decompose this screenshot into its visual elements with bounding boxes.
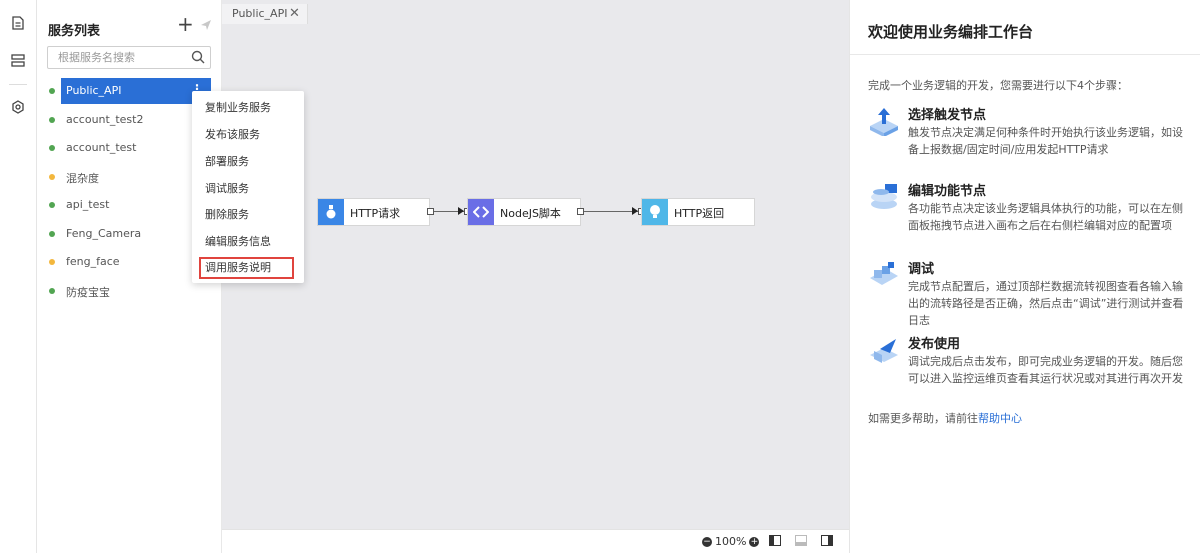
node-nodejs-script[interactable]: NodeJS脚本 [467,198,581,226]
status-dot [49,174,55,180]
menu-item-edit-service-info[interactable]: 编辑服务信息 [205,235,271,248]
step-title: 选择触发节点 [908,108,987,123]
layers-icon[interactable] [9,51,27,69]
bottom-panel-toggle-icon[interactable] [795,535,807,546]
menu-item-call-service-docs[interactable]: 调用服务说明 [199,257,294,279]
icon-rail [0,0,37,553]
status-dot [49,259,55,265]
service-item-label: feng_face [66,255,120,268]
status-dot [49,231,55,237]
menu-item-publish-service[interactable]: 发布该服务 [205,128,260,141]
help-prefix: 如需更多帮助，请前往 [868,412,978,425]
connector-arrow [632,207,638,215]
step-title: 编辑功能节点 [908,184,987,199]
step-description: 触发节点决定满足何种条件时开始执行该业务逻辑，如设备上报数据/固定时间/应用发起… [908,126,1183,156]
rail-divider [9,84,27,85]
service-search-box [47,46,211,69]
menu-item-deploy-service[interactable]: 部署服务 [205,155,249,168]
add-service-button[interactable]: + [177,12,194,36]
service-item-api-test[interactable]: api_test [37,192,222,218]
connector-line [434,211,464,212]
service-item-feng-camera[interactable]: Feng_Camera [37,221,222,247]
document-icon[interactable] [9,14,27,32]
service-item-label: api_test [66,198,110,211]
welcome-intro: 完成一个业务逻辑的开发，您需要进行以下4个步骤： [868,79,1128,92]
zoom-level: 100% [715,535,747,548]
zoom-in-button[interactable]: + [749,536,760,547]
tab-label: Public_API [232,7,288,20]
node-http-return[interactable]: HTTP返回 [641,198,755,226]
service-item-feng-face[interactable]: feng_face [37,249,222,275]
welcome-title: 欢迎使用业务编排工作台 [868,23,1034,41]
step-description: 各功能节点决定该业务逻辑具体执行的功能，可以在左侧面板拖拽节点进入画布之后在右侧… [908,202,1183,232]
function-node-icon [868,182,900,212]
service-context-menu: 复制业务服务 发布该服务 部署服务 调试服务 删除服务 编辑服务信息 调用服务说… [192,91,304,283]
service-item-account-test2[interactable]: account_test2 [37,107,222,133]
service-item-label: Feng_Camera [66,227,142,240]
debug-icon [868,260,900,290]
output-port[interactable] [577,208,584,215]
lightbulb-icon [642,199,668,225]
connector-line [584,211,638,212]
node-http-request[interactable]: HTTP请求 [317,198,430,226]
left-panel-toggle-icon[interactable] [769,535,781,546]
connector-arrow [458,207,464,215]
service-search-input[interactable] [48,47,184,68]
menu-item-delete-service[interactable]: 删除服务 [205,208,249,221]
code-icon [468,199,494,225]
service-item-label: Public_API [66,84,122,97]
zoom-out-button[interactable]: − [702,536,712,547]
settings-icon[interactable] [9,98,27,116]
service-list-title: 服务列表 [48,24,101,39]
canvas-toolbar: − 100% + [222,529,849,553]
http-request-icon [318,199,344,225]
right-panel-toggle-icon[interactable] [821,535,833,546]
status-dot [49,117,55,123]
help-text: 如需更多帮助，请前往帮助中心 [868,410,1022,426]
service-item-label: 防疫宝宝 [66,286,110,299]
step-description: 完成节点配置后，通过顶部栏数据流转视图查看各输入输出的流转路径是否正确，然后点击… [908,280,1184,327]
node-label: HTTP返回 [674,207,725,220]
status-dot [49,202,55,208]
tab-public-api[interactable]: Public_API ✕ [222,4,308,24]
service-item-hunzadu[interactable]: 混杂度 [37,164,222,190]
service-item-label: 混杂度 [66,172,99,185]
panel-divider [850,54,1200,55]
flow-canvas[interactable]: Public_API ✕ HTTP请求 NodeJS脚本 HTTP返回 − 10… [222,0,849,553]
status-dot [49,288,55,294]
output-port[interactable] [427,208,434,215]
menu-item-debug-service[interactable]: 调试服务 [205,182,249,195]
service-item-label: account_test2 [66,113,144,126]
welcome-panel: 欢迎使用业务编排工作台 完成一个业务逻辑的开发，您需要进行以下4个步骤： 选择触… [849,0,1200,553]
service-item-label: account_test [66,141,137,154]
publish-icon [868,335,900,365]
node-label: NodeJS脚本 [500,207,561,220]
status-dot [49,145,55,151]
service-item-fangyi-baobao[interactable]: 防疫宝宝 [37,278,222,304]
send-icon[interactable] [200,19,212,34]
step-description: 调试完成后点击发布，即可完成业务逻辑的开发。随后您可以进入监控运维页查看其运行状… [908,355,1183,385]
node-label: HTTP请求 [350,207,401,220]
search-icon[interactable] [191,50,205,67]
help-center-link[interactable]: 帮助中心 [978,412,1022,425]
service-item-account-test[interactable]: account_test [37,135,222,161]
status-dot [49,88,55,94]
step-title: 发布使用 [908,337,961,352]
menu-item-copy-service[interactable]: 复制业务服务 [205,101,271,114]
zoom-control: − 100% + [702,535,760,548]
service-item-public-api[interactable]: Public_API ⋮ [37,78,222,104]
close-icon[interactable]: ✕ [289,6,300,21]
step-title: 调试 [908,262,935,277]
trigger-node-icon [868,106,900,137]
